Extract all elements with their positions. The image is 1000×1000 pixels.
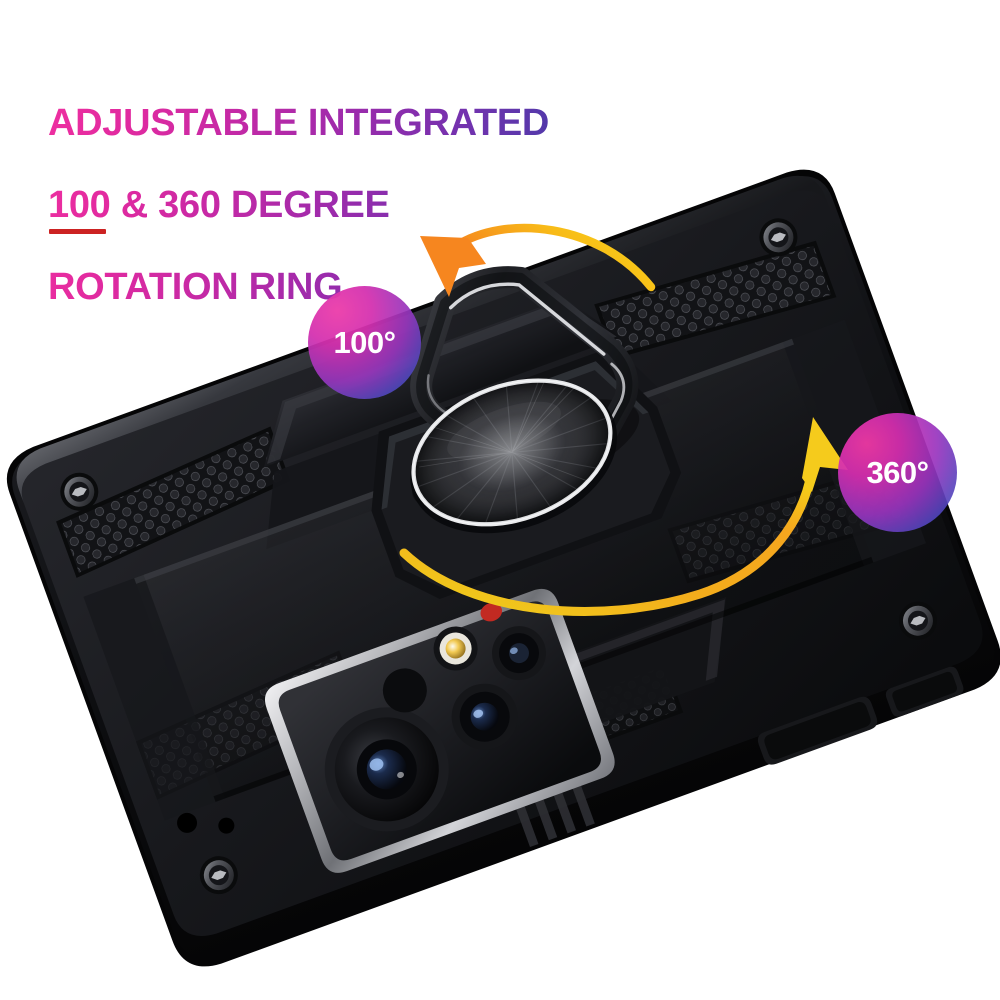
camera-lens-tertiary: [491, 626, 546, 681]
headline-underline-rule: [49, 229, 106, 234]
kickstand-disc: [410, 371, 618, 534]
arrow-rotate: [399, 417, 848, 616]
badge-100-degree: 100°: [308, 286, 421, 399]
camera-lens-main: [324, 707, 449, 832]
camera-lens-secondary: [451, 683, 518, 750]
corner-screws: [60, 218, 937, 895]
side-buttons: [177, 666, 964, 848]
badge-360-label: 360°: [866, 454, 929, 490]
headline-line-1: ADJUSTABLE INTEGRATED: [48, 102, 550, 144]
camera-flash: [433, 626, 478, 671]
grip-texture-left-upper: [56, 426, 291, 578]
camera-sensor: [382, 668, 427, 713]
headline-line-2: 100 & 360 DEGREE: [48, 184, 390, 226]
badge-100-label: 100°: [333, 324, 396, 360]
badge-360-degree: 360°: [838, 413, 957, 532]
camera-indicator-dot: [480, 602, 503, 622]
grip-texture-right-upper: [594, 240, 837, 359]
camera-module: [264, 588, 615, 873]
arrow-tilt: [420, 223, 656, 297]
